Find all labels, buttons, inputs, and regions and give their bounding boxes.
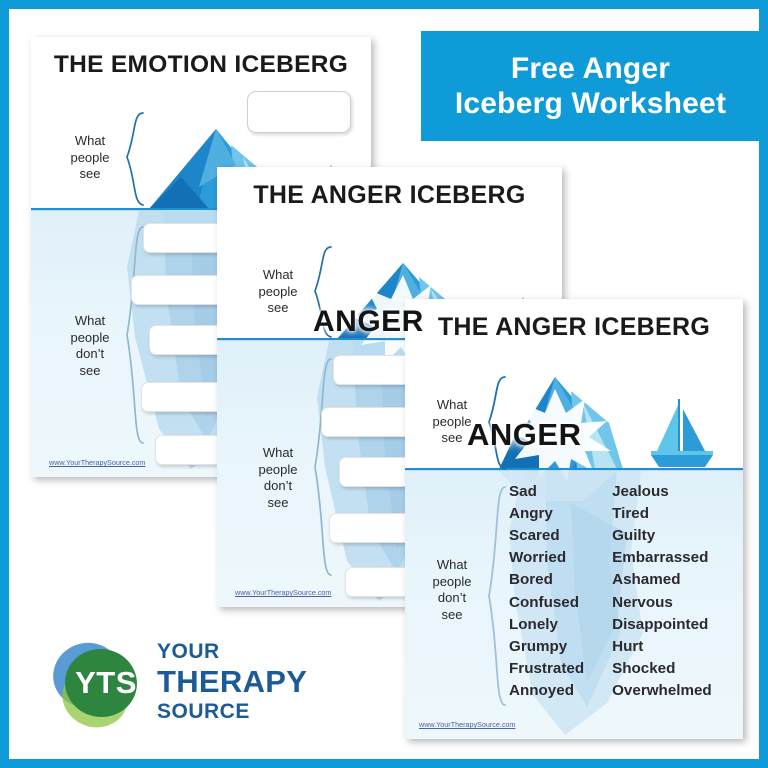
iceberg-illustration — [405, 377, 743, 735]
word-item: Annoyed — [509, 681, 574, 699]
brace-lower-icon — [311, 357, 333, 577]
label-what-people-dont-see: What people don’t see — [432, 557, 472, 622]
word-item: Disappointed — [612, 615, 709, 633]
yts-logo-mark-icon — [53, 642, 137, 728]
word-column-2: Jealous Tired Guilty Embarrassed Ashamed… — [612, 481, 712, 702]
brace-upper-icon — [311, 245, 333, 339]
word-item: Shocked — [612, 659, 676, 677]
word-item: Overwhelmed — [612, 681, 712, 699]
emotion-name-input-box[interactable] — [247, 91, 351, 133]
footer-url[interactable]: www.YourTherapySource.com — [49, 458, 146, 467]
banner-line-1: Free Anger — [510, 51, 671, 85]
sheet-title-emotion: THE EMOTION ICEBERG — [53, 51, 349, 78]
word-item: Tired — [612, 505, 649, 523]
sailboat-icon — [651, 399, 713, 467]
label-what-people-dont-see: What people don’t see — [258, 445, 298, 510]
word-item: Hurt — [612, 637, 644, 655]
word-column-1: Sad Angry Scared Worried Bored Confused … — [509, 481, 584, 702]
label-what-people-see: What people see — [70, 133, 110, 182]
brand-line-1: YOUR — [157, 640, 220, 663]
word-item: Bored — [509, 571, 553, 589]
word-item: Embarrassed — [612, 549, 709, 567]
brand-line-2: THERAPY — [157, 664, 308, 699]
footer-url[interactable]: www.YourTherapySource.com — [235, 588, 332, 597]
anger-word-label: ANGER — [313, 305, 424, 338]
word-item: Angry — [509, 505, 553, 523]
word-item: Grumpy — [509, 637, 568, 655]
brand-logo[interactable]: YTS YOUR THERAPY SOURCE — [47, 627, 347, 739]
brace-lower-icon — [485, 485, 507, 707]
brace-upper-icon — [123, 111, 145, 207]
brand-line-3: SOURCE — [157, 700, 250, 723]
brace-lower-icon — [123, 225, 145, 445]
word-item: Nervous — [612, 593, 673, 611]
label-what-people-see: What people see — [432, 397, 472, 446]
word-item: Lonely — [509, 615, 558, 633]
anger-word-label: ANGER — [467, 417, 582, 452]
word-item: Scared — [509, 527, 560, 545]
word-item: Jealous — [612, 483, 669, 500]
banner-line-2: Iceberg Worksheet — [454, 87, 727, 120]
sheet-title-anger-blank: THE ANGER ICEBERG — [253, 181, 526, 209]
word-item: Confused — [509, 593, 580, 611]
word-item: Frustrated — [509, 659, 585, 677]
footer-url[interactable]: www.YourTherapySource.com — [419, 720, 516, 729]
word-item: Sad — [509, 483, 537, 500]
yts-monogram: YTS — [75, 665, 137, 700]
sheet-title-anger-filled: THE ANGER ICEBERG — [437, 313, 711, 341]
worksheet-anger-iceberg-filled[interactable]: THE ANGER ICEBERG ANGER What people see … — [405, 299, 743, 739]
hidden-emotions-word-list: Sad Angry Scared Worried Bored Confused … — [509, 481, 712, 702]
word-item: Worried — [509, 549, 567, 567]
brace-upper-icon — [485, 375, 507, 471]
label-what-people-dont-see: What people don’t see — [70, 313, 110, 378]
word-item: Guilty — [612, 527, 656, 545]
promo-banner: Free Anger Iceberg Worksheet — [421, 31, 759, 141]
brand-wordmark: YOUR THERAPY SOURCE — [157, 641, 307, 722]
label-what-people-see: What people see — [258, 267, 298, 316]
word-item: Ashamed — [612, 571, 681, 589]
